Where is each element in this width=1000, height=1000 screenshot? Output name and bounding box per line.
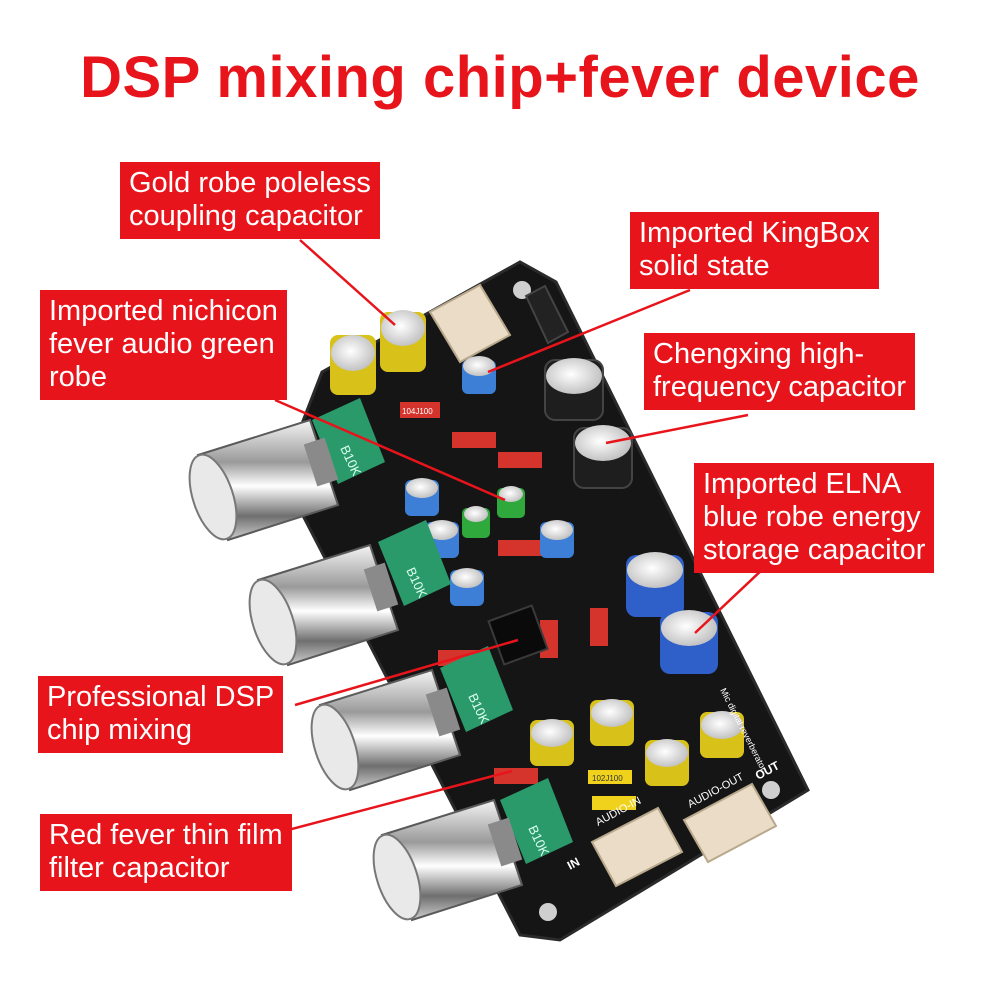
elna-blue-capacitors	[626, 552, 718, 674]
callout-kingbox-solid-state: Imported KingBox solid state	[630, 212, 879, 289]
leader-lines	[249, 239, 766, 842]
callout-gold-coupling-capacitor: Gold robe poleless coupling capacitor	[120, 162, 380, 239]
leader-line	[487, 288, 691, 374]
leader-line	[249, 769, 513, 842]
page-title: DSP mixing chip+fever device	[80, 45, 920, 110]
mounting-hole	[539, 903, 557, 921]
leader-line	[274, 398, 506, 502]
yellow-film-capacitors	[588, 770, 636, 810]
audio-connectors	[590, 782, 778, 888]
knob-3-icon	[310, 668, 462, 792]
potentiometers	[312, 398, 573, 864]
leader-line	[294, 638, 519, 707]
mounting-hole	[513, 281, 531, 299]
mounting-hole	[762, 781, 780, 799]
callout-elna-blue-capacitor: Imported ELNA blue robe energy storage c…	[694, 463, 935, 573]
leader-line	[299, 239, 396, 326]
cap-label: 102J100	[592, 774, 623, 783]
callout-nichicon-green-robe: Imported nichicon fever audio green robe	[40, 290, 287, 400]
callout-red-film-capacitor: Red fever thin film filter capacitor	[40, 814, 292, 891]
dsp-chip	[487, 604, 549, 666]
leader-line	[605, 413, 749, 445]
nichicon-green-capacitors	[462, 486, 525, 538]
cap-label: 104J100	[402, 407, 433, 416]
in-label: IN	[565, 855, 582, 873]
callout-dsp-chip: Professional DSP chip mixing	[38, 676, 284, 753]
volume-knobs	[188, 418, 524, 922]
chengxing-capacitors	[544, 358, 633, 489]
kingbox-capacitor	[462, 356, 496, 394]
knob-2-icon	[248, 543, 400, 667]
top-connectors	[428, 283, 570, 364]
yellow-electrolytic-capacitors	[530, 699, 744, 786]
knob-1-icon	[188, 418, 340, 542]
callout-chengxing-capacitor: Chengxing high- frequency capacitor	[644, 333, 916, 410]
leader-line	[694, 566, 766, 634]
gold-coupling-capacitors	[330, 310, 426, 395]
blue-small-capacitors	[405, 478, 574, 606]
knob-4-icon	[372, 798, 524, 922]
